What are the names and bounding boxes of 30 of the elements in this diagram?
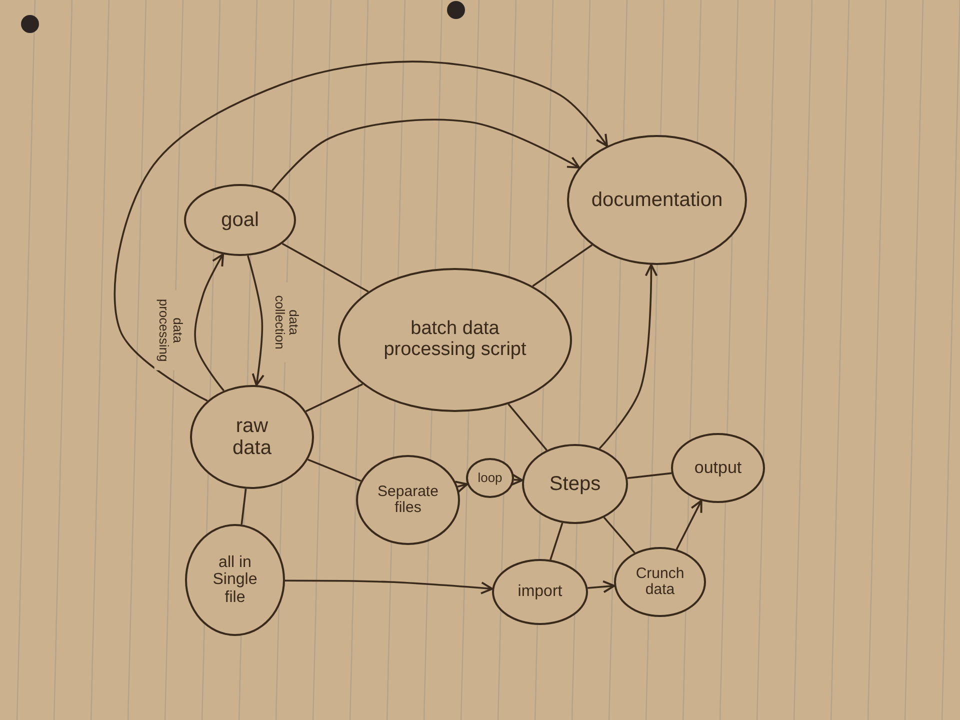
- arrow: [246, 255, 264, 386]
- node-label: loop: [478, 470, 502, 486]
- arrow: [676, 500, 702, 550]
- node-label: import: [518, 583, 562, 601]
- node-label: all in Single file: [212, 554, 258, 606]
- node-label: documentation: [591, 189, 723, 211]
- arrow: [285, 580, 494, 594]
- node-label: Separate files: [376, 484, 440, 516]
- edge-label: data processing: [154, 290, 186, 370]
- connector-line: [603, 516, 636, 554]
- arrow: [194, 253, 224, 392]
- arrow: [114, 60, 608, 402]
- arrow: [272, 118, 580, 192]
- connector-line: [305, 383, 363, 412]
- connector-line: [282, 242, 369, 292]
- connector-line: [627, 472, 672, 480]
- connector-line: [550, 522, 564, 560]
- node-label: Steps: [549, 473, 601, 495]
- arrow: [588, 580, 616, 594]
- node-label: batch data processing script: [382, 319, 528, 361]
- connector-line: [240, 488, 247, 525]
- node-label: Crunch data: [634, 566, 686, 598]
- node-label: goal: [221, 209, 259, 231]
- connector-line: [508, 403, 548, 451]
- node-label: raw data: [232, 415, 272, 459]
- arrow: [598, 264, 658, 450]
- connector-line: [532, 244, 593, 287]
- connector-line: [308, 458, 362, 482]
- node-label: output: [694, 458, 742, 478]
- arrow: [454, 480, 468, 494]
